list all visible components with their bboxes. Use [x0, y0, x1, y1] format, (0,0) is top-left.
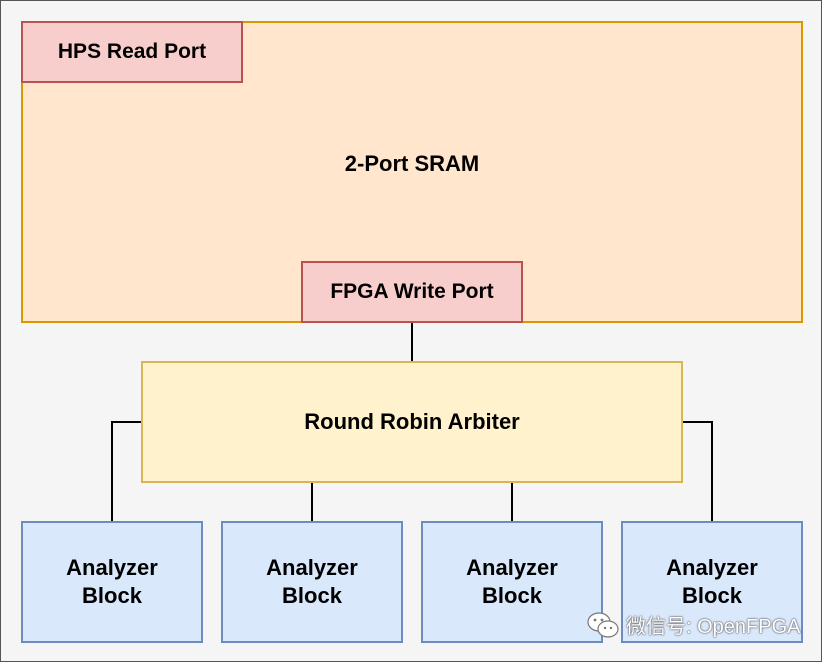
round-robin-arbiter: Round Robin Arbiter	[141, 361, 683, 483]
analyzer-block-2-line1: Analyzer	[266, 555, 358, 580]
hps-read-port: HPS Read Port	[21, 21, 243, 83]
analyzer-block-2: Analyzer Block	[221, 521, 403, 643]
analyzer-block-4: Analyzer Block	[621, 521, 803, 643]
wechat-icon	[587, 611, 619, 638]
analyzer-block-4-line2: Block	[682, 583, 742, 608]
analyzer-block-4-line1: Analyzer	[666, 555, 758, 580]
analyzer-block-2-line2: Block	[282, 583, 342, 608]
analyzer-block-3-line2: Block	[482, 583, 542, 608]
analyzer-block-1-line2: Block	[82, 583, 142, 608]
watermark: 微信号: OpenFPGA	[586, 610, 801, 639]
analyzer-block-1-line1: Analyzer	[66, 555, 158, 580]
connector-arbiter-to-analyzer-1	[111, 421, 141, 521]
sram-label: 2-Port SRAM	[344, 151, 480, 176]
analyzer-block-3: Analyzer Block	[421, 521, 603, 643]
connector-arbiter-to-analyzer-4	[683, 421, 713, 521]
analyzer-block-1: Analyzer Block	[21, 521, 203, 643]
analyzer-block-3-line1: Analyzer	[466, 555, 558, 580]
fpga-write-port: FPGA Write Port	[301, 261, 523, 323]
watermark-text: 微信号: OpenFPGA	[626, 616, 801, 638]
